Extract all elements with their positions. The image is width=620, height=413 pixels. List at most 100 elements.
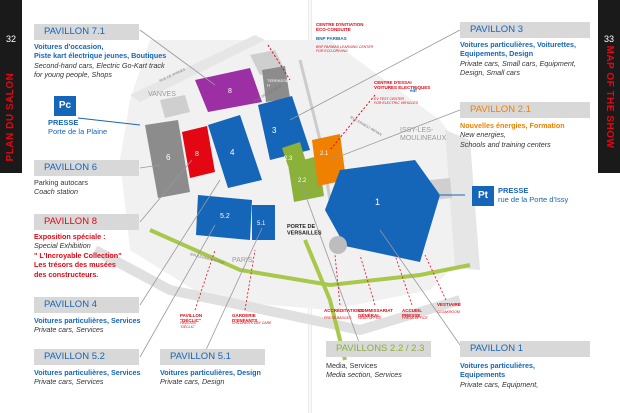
tram-line: [149, 228, 471, 288]
hall-num-4: 4: [230, 148, 235, 157]
pavilion-8-collection: " L'Incroyable Collection" Les trésors d…: [34, 250, 122, 279]
pavilion-3-en: Private cars, Small cars, Equipment, Des…: [460, 58, 576, 78]
pointer-line: [139, 29, 216, 86]
pavilion-8-info: Exposition spéciale : Special Exhibition…: [34, 232, 149, 279]
service-line: [359, 254, 376, 306]
press-right-sub: rue de la Porte d'Issy: [498, 195, 569, 204]
hall-4: [208, 115, 262, 188]
pavilion-8-tag: PAVILLON 8: [34, 214, 139, 230]
right-page-number: 33: [603, 34, 614, 44]
pavilion-6-fr: Parking autocars: [34, 178, 88, 187]
service-declic-title: PAVILLON"DÉCLIC": [180, 313, 202, 323]
pavilion-3-info: Voitures particulières, Voiturettes, Equ…: [460, 40, 595, 78]
press-right-info: PRESSE rue de la Porte d'Issy: [498, 186, 598, 204]
pavilions-2-2-2-3-info: Media, Services Media section, Services: [326, 361, 446, 380]
pavilion-1-fr: Voitures particulières, Equipements: [460, 361, 535, 380]
pavilion-1-tag: PAVILLON 1: [460, 341, 590, 357]
hall-2-2: [288, 156, 324, 202]
pavilion-5-2-fr: Voitures particulières, Services: [34, 368, 141, 377]
hall-num-6: 6: [166, 153, 171, 162]
hall-num-8: 8: [195, 151, 199, 158]
press-right-badge: Pt: [472, 186, 494, 206]
hall-num-1: 1: [375, 197, 380, 207]
pavilion-5-1-tag: PAVILLON 5.1: [160, 349, 265, 365]
pavilions-2-2-2-3-en: Media section, Services: [326, 370, 402, 380]
left-side-tab: [0, 0, 22, 173]
service-accreditation-title: ACCRÉDITATIONS: [324, 306, 364, 313]
right-side-tab: [598, 0, 620, 173]
hall-num-7-1: 8: [228, 88, 232, 95]
service-accreditation-sub: PRESS BADGES: [324, 316, 352, 320]
pavilion-5-2-tag: PAVILLON 5.2: [34, 349, 139, 365]
centre-initiation-sponsor: BNP PARIBAS: [316, 36, 347, 41]
service-accueil-sub: PRESS OFFICE: [402, 316, 428, 320]
pointer-line: [77, 117, 141, 126]
service-line: [424, 254, 447, 301]
press-right-title: PRESSE: [498, 186, 529, 195]
pavilion-2-1-info: Nouvelles énergies, Formation New energi…: [460, 121, 595, 149]
dome: [329, 236, 347, 254]
hall-5-2: [196, 195, 252, 240]
area-paris: PARIS: [232, 257, 253, 264]
pavilion-7-1-en: Second-hand cars, Electric Go-Kart track…: [34, 60, 165, 80]
pavilion-4-info: Voitures particulières, Services Private…: [34, 316, 154, 335]
pavilion-7-1-fr: Voitures d'occasion, Piste kart électriq…: [34, 42, 167, 61]
terrasse-h: [262, 66, 290, 102]
hall-num-2-2: 2.2: [298, 178, 307, 184]
pavilion-4-fr: Voitures particulières, Services: [34, 316, 141, 325]
pavilion-1-info: Voitures particulières, Equipements Priv…: [460, 361, 595, 389]
pointer-line: [289, 29, 461, 121]
hall-7-1: [195, 68, 262, 112]
pavilion-6-tag: PAVILLON 6: [34, 160, 139, 176]
pavilion-5-2-en: Private cars, Services: [34, 377, 104, 387]
hall-num-5-1: 5.1: [257, 221, 266, 227]
hall-2-1: [312, 134, 346, 186]
pavilion-7-1-tag: PAVILLON 7.1: [34, 24, 139, 40]
pointer-line: [379, 229, 461, 346]
hall-num-2-3: 2.3: [284, 156, 293, 162]
service-line: [394, 254, 413, 306]
pavilion-4-en: Private cars, Services: [34, 325, 104, 335]
pavilion-3-tag: PAVILLON 3: [460, 22, 590, 38]
hall-num-2-1: 2.1: [320, 151, 329, 157]
hall-2-3: [282, 142, 306, 166]
press-left-sub: Porte de la Plaine: [48, 127, 108, 136]
hall-5-1: [252, 205, 275, 240]
pointer-line: [204, 227, 263, 353]
pavilion-2-1-fr: Nouvelles énergies, Formation: [460, 121, 565, 130]
pavilion-7-1-info: Voitures d'occasion, Piste kart électriq…: [34, 42, 184, 80]
pavilion-6-en: Coach station: [34, 187, 78, 197]
pavilions-2-2-2-3-fr: Media, Services: [326, 361, 378, 370]
pavilion-2-1-en: New energies, Schools and training cente…: [460, 130, 551, 149]
hall-num-5-2: 5.2: [220, 213, 230, 220]
boulevard: [92, 245, 462, 336]
hall-6: [145, 120, 190, 198]
service-commissariat-sub: HEAD OFFICE: [358, 316, 382, 320]
hall-1: [325, 160, 440, 262]
centre-essai-sponsor: edf: [410, 88, 417, 93]
pavilion-3-fr: Voitures particulières, Voiturettes, Equ…: [460, 40, 576, 59]
hall-8: [182, 126, 215, 178]
service-garderie-sub: CHILDREN'S DAY CARE: [232, 321, 272, 325]
street-east: [445, 130, 480, 270]
pavilion-5-1-fr: Voitures particulières, Design: [160, 368, 261, 377]
pointer-line: [299, 179, 361, 346]
pavilion-5-2-info: Voitures particulières, Services Private…: [34, 368, 154, 387]
green-path: [303, 239, 347, 361]
pavilion-8-fr: Exposition spéciale :: [34, 232, 106, 241]
pointer-line: [329, 109, 461, 161]
pavilion-8-en: Special Exhibition: [34, 241, 91, 251]
press-left-info: PRESSE Porte de la Plaine: [48, 118, 138, 136]
hall-num-3: 3: [272, 126, 277, 135]
service-vestiaire-title: VESTIAIRE: [437, 302, 461, 307]
